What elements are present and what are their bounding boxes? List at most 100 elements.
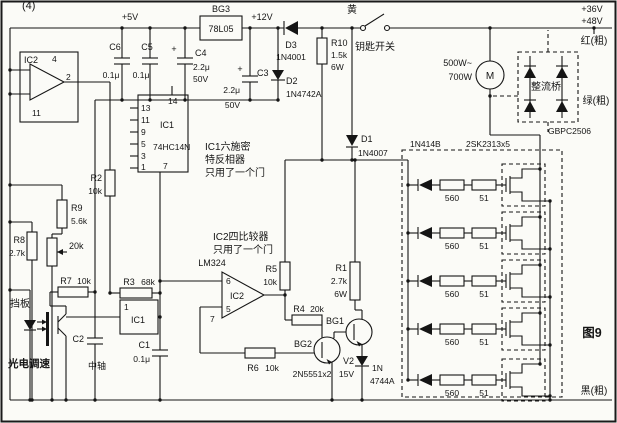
- label-v2: V2: [343, 356, 354, 366]
- label-motor-w2: 700W: [448, 72, 472, 82]
- label-ic1-pin5: 5: [141, 139, 146, 149]
- label-c3-volt: 50V: [225, 100, 240, 110]
- figure-caption: 图9: [582, 326, 602, 340]
- label-c3-val: 2.2μ: [223, 85, 240, 95]
- label-ic2b-pin6: 6: [226, 276, 231, 286]
- label-r9: R9: [71, 203, 83, 213]
- label-c4: C4: [195, 48, 207, 58]
- label-fet-diode-part: 1N414B: [410, 139, 441, 149]
- label-rg-4: 560: [445, 337, 459, 347]
- label-r6: R6: [247, 363, 259, 373]
- labels: (4) +5V BG3 78L05 +12V D3 1N4001 D2 1N47…: [7, 0, 609, 398]
- baffle-symbol: [46, 312, 49, 346]
- label-c4-plus: +: [171, 44, 176, 54]
- label-r7-val: 10k: [77, 276, 91, 286]
- label-d3: D3: [285, 40, 297, 50]
- label-d1: D1: [361, 134, 373, 144]
- label-r1-watt: 6W: [334, 289, 347, 299]
- label-v2-part2: 4744A: [370, 376, 395, 386]
- label-ic2b-pin7: 7: [210, 314, 215, 324]
- ic2a-comparator-symbol: [19, 51, 79, 123]
- label-c4-val: 2.2μ: [193, 62, 210, 72]
- label-motor-m: M: [486, 71, 494, 82]
- label-v2-val: 15V: [339, 369, 354, 379]
- corner-mark: (4): [22, 0, 35, 12]
- label-ic1: IC1: [160, 120, 174, 130]
- label-5v: +5V: [122, 12, 138, 22]
- label-r1-val: 2.7k: [331, 276, 348, 286]
- label-key-switch: 钥匙开关: [355, 40, 395, 53]
- label-ic1-pin9: 9: [141, 127, 146, 137]
- label-c1: C1: [138, 340, 150, 350]
- note-ic1-line3: 只用了一个门: [205, 166, 265, 179]
- label-r7: R7: [60, 276, 72, 286]
- label-ic1-pin1: 1: [141, 162, 146, 172]
- label-ic2b-pin5: 5: [226, 304, 231, 314]
- label-rs-2: 51: [479, 241, 489, 251]
- label-c5-val: 0.1μ: [133, 70, 150, 80]
- label-78l05: 78L05: [208, 24, 233, 34]
- regulator-78l05-symbol: [199, 15, 243, 41]
- label-r10-watt: 6W: [331, 62, 344, 72]
- label-d1-part: 1N4007: [358, 148, 388, 158]
- note-ic1-line1: IC1六施密: [205, 140, 251, 153]
- label-c5: C5: [141, 42, 153, 52]
- label-r5: R5: [265, 264, 277, 274]
- label-rg-5: 560: [445, 388, 459, 398]
- label-rg-2: 560: [445, 241, 459, 251]
- label-r8-val: 2.7k: [9, 248, 26, 258]
- label-c2-note: 中轴: [88, 360, 106, 371]
- label-c1-val: 0.1μ: [133, 354, 150, 364]
- label-v2-part1: 1N: [372, 363, 383, 373]
- label-ic2a-pin11: 11: [32, 108, 41, 118]
- label-r5-val: 10k: [263, 277, 277, 287]
- label-c6: C6: [109, 42, 121, 52]
- label-12v: +12V: [251, 12, 272, 22]
- capacitor-symbols: [87, 57, 258, 357]
- ic2b-opamp-symbol: [221, 271, 266, 319]
- label-ic1-pin7: 7: [163, 161, 168, 171]
- label-green-wire: 绿(粗): [583, 94, 610, 107]
- label-ic2b: IC2: [230, 291, 244, 301]
- label-ic1-part: 74HC14N: [153, 142, 190, 152]
- label-d3-part: 1N4001: [276, 52, 306, 62]
- label-bridge: 整流桥: [531, 80, 561, 93]
- label-ic1b-pin1: 1: [124, 302, 129, 312]
- label-d2-part: 1N4742A: [286, 89, 322, 99]
- label-c6-val: 0.1μ: [103, 70, 120, 80]
- label-bg2: BG2: [294, 339, 312, 349]
- diode-symbols: [24, 21, 369, 367]
- note-ic2-line1: IC2四比较器: [213, 230, 269, 243]
- mosfet-bank: [401, 149, 563, 402]
- label-fet-part: 2SK2313x5: [466, 139, 510, 149]
- label-r4: R4: [293, 304, 305, 314]
- label-r8: R8: [13, 235, 25, 245]
- label-rs-1: 51: [479, 193, 489, 203]
- label-red-wire: 红(粗): [581, 34, 608, 47]
- label-r9-val: 5.6k: [71, 216, 88, 226]
- resistor-symbols: [26, 37, 361, 359]
- label-c3: C3: [257, 68, 269, 78]
- label-d2: D2: [286, 76, 298, 86]
- note-ic1-line2: 特反相器: [205, 153, 245, 166]
- label-bg2-part: 2N5551x2: [293, 369, 332, 379]
- note-ic2-line2: 只用了一个门: [213, 243, 273, 256]
- transistor-symbols: [57, 313, 373, 365]
- label-r2: R2: [90, 173, 102, 183]
- label-rs-4: 51: [479, 337, 489, 347]
- label-ic1b: IC1: [131, 315, 145, 325]
- label-c2: C2: [72, 334, 84, 344]
- label-black-wire: 黑(粗): [581, 385, 608, 397]
- label-bg3: BG3: [212, 4, 230, 14]
- label-rs-3: 51: [479, 289, 489, 299]
- label-bg1: BG1: [326, 316, 344, 326]
- rectifier-bridge-symbol: [490, 30, 579, 132]
- label-rg-1: 560: [445, 193, 459, 203]
- label-photo-speed: 光电调速: [7, 357, 50, 370]
- label-ic1-pin11: 11: [141, 115, 150, 125]
- label-ic2a-pin2: 2: [66, 72, 71, 82]
- label-r6-val: 10k: [265, 363, 279, 373]
